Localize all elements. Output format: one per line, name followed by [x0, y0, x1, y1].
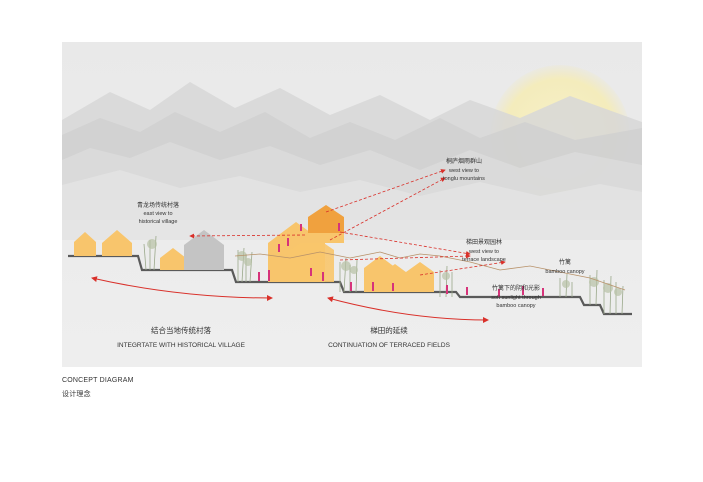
label-east-cn: 青龙场传统村落 [137, 201, 179, 209]
theme-left-cn: 结合当地传统村落 [151, 325, 211, 335]
left-double-arrow [91, 276, 273, 301]
label-east-en2: historical village [139, 219, 178, 225]
label-westmtn-en2: tonglu mountains [443, 176, 485, 182]
building-cluster-center [268, 205, 434, 292]
caption-en: CONCEPT DIAGRAM [62, 377, 134, 384]
label-terrace-cn: 梯田景观园林 [466, 238, 502, 246]
theme-right-en: CONTINUATION OF TERRACED FIELDS [328, 342, 450, 349]
label-sunlight-en1: soft sunlight through [491, 295, 541, 301]
label-terrace-en1: west view to [468, 249, 499, 255]
right-double-arrow [327, 296, 489, 323]
label-bamboo-en: bamboo canopy [545, 269, 584, 275]
terrace-contour-line [234, 251, 626, 291]
label-east-en1: east view to [143, 211, 172, 217]
label-bamboo-cn: 竹篱 [559, 258, 571, 266]
label-terrace-en2: terrace landscape [462, 257, 506, 263]
village-houses-left [74, 230, 224, 270]
mountain-layers [62, 82, 642, 240]
view-sightlines [189, 169, 506, 276]
bamboo-trees [143, 235, 624, 315]
foliage [147, 239, 622, 296]
label-westmtn-en1: west view to [448, 168, 479, 174]
label-sunlight-en2: bamboo canopy [496, 303, 535, 309]
label-westmtn-cn: 桐庐烟雨群山 [446, 157, 482, 165]
theme-left-en: INTEGRTATE WITH HISTORICAL VILLAGE [117, 342, 246, 349]
label-sunlight-cn: 竹篱下的阴和光影 [492, 284, 540, 292]
theme-right-cn: 梯田的延续 [370, 325, 408, 335]
caption-cn: 设计理念 [62, 391, 91, 398]
